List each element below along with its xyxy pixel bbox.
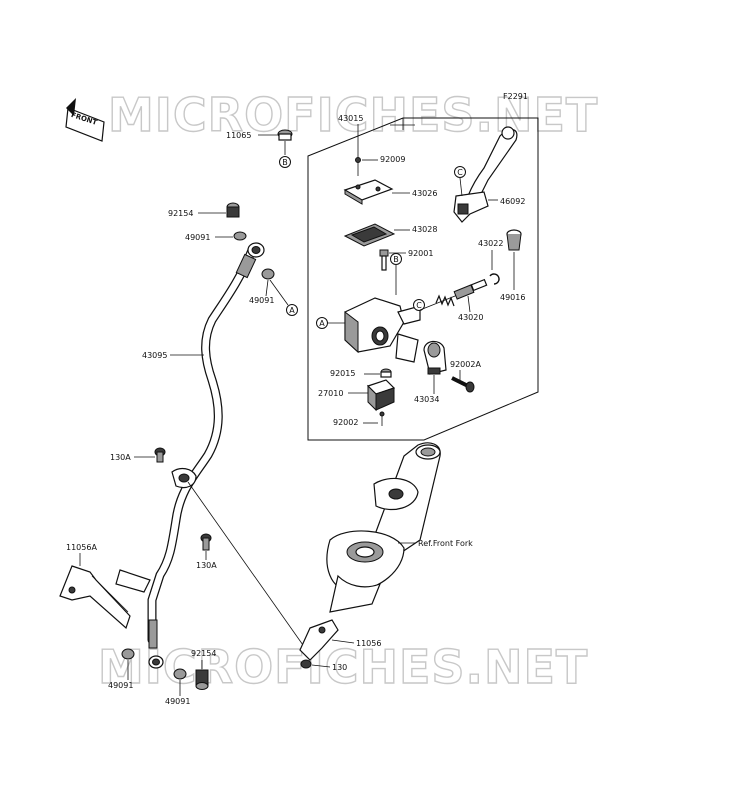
- bolt-130: [300, 659, 312, 669]
- pin-92001: [379, 249, 389, 271]
- label-49091-bottom: 49091: [165, 697, 190, 706]
- label-43034: 43034: [414, 395, 439, 404]
- bracket-11056a: [59, 565, 151, 630]
- label-49091-top: 49091: [185, 233, 210, 242]
- label-11065: 11065: [226, 131, 251, 140]
- callout-a-body: A: [319, 319, 325, 328]
- bracket-11056: [299, 619, 339, 661]
- label-43026: 43026: [412, 189, 437, 198]
- lever-46092: [453, 126, 518, 223]
- callout-b-cap: B: [282, 158, 288, 167]
- label-130: 130: [332, 663, 347, 672]
- label-92001: 92001: [408, 249, 433, 258]
- watermark-bottom: MICROFICHES.NET: [98, 640, 588, 694]
- master-cylinder-body: [344, 297, 421, 363]
- bolt-92002a: [451, 376, 475, 393]
- callout-b-body: B: [393, 255, 399, 264]
- label-43022: 43022: [478, 239, 503, 248]
- label-92002: 92002: [333, 418, 358, 427]
- callout-c-lever: C: [457, 168, 463, 177]
- front-fork: [326, 442, 441, 613]
- diagram-code: F2291: [503, 92, 528, 101]
- washer-49091-bottom: [173, 668, 187, 680]
- boot-49016: [506, 229, 522, 251]
- callout-c-body: C: [416, 301, 422, 310]
- washer-49091-top: [233, 231, 247, 241]
- bolt-92015: [380, 368, 392, 378]
- label-49016: 49016: [500, 293, 525, 302]
- bolt-130a-mid: [200, 533, 212, 551]
- cap-11065: [277, 129, 293, 141]
- hose-clamp: [171, 467, 197, 489]
- label-49091-mid: 49091: [249, 296, 274, 305]
- washer-49091-mid: [261, 268, 275, 280]
- label-130a-top: 130A: [110, 453, 131, 462]
- label-92154-top: 92154: [168, 209, 193, 218]
- label-11056: 11056: [356, 639, 381, 648]
- label-130a-mid: 130A: [196, 561, 217, 570]
- callout-a-hose: A: [289, 306, 295, 315]
- bolt-130a-top: [154, 447, 166, 463]
- label-43028: 43028: [412, 225, 437, 234]
- banjo-bolt-92154-top: [226, 202, 240, 218]
- label-46092: 46092: [500, 197, 525, 206]
- label-92154-bottom: 92154: [191, 649, 216, 658]
- washer-49091-left: [121, 648, 135, 660]
- label-ref-front-fork: Ref.Front Fork: [418, 539, 473, 548]
- label-43020: 43020: [458, 313, 483, 322]
- switch-27010: [366, 379, 396, 412]
- label-92009: 92009: [380, 155, 405, 164]
- label-43015: 43015: [338, 114, 363, 123]
- label-43095: 43095: [142, 351, 167, 360]
- label-92015: 92015: [330, 369, 355, 378]
- label-11056a: 11056A: [66, 543, 97, 552]
- brake-hose-43095: [147, 242, 265, 669]
- holder-43034: [423, 340, 447, 375]
- front-arrow-icon: FRONT: [65, 98, 105, 142]
- piston-43020: [419, 278, 488, 311]
- label-49091-left: 49091: [108, 681, 133, 690]
- label-27010: 27010: [318, 389, 343, 398]
- banjo-bolt-92154-bottom: [195, 669, 209, 690]
- circlip-43022: [489, 273, 500, 285]
- label-92002a: 92002A: [450, 360, 481, 369]
